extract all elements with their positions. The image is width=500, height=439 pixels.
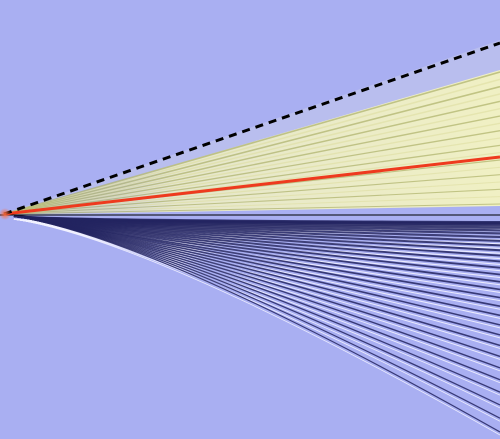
upper-wedge-band <box>3 115 500 215</box>
upper-wedge-band <box>3 137 500 215</box>
upper-wedge-band <box>3 166 500 215</box>
upper-wedge-band <box>3 174 500 215</box>
source-point <box>0 208 11 220</box>
upper-wedge-band <box>3 107 500 215</box>
upper-wedge-band <box>3 93 500 215</box>
upper-wedge-band <box>3 130 500 215</box>
upper-wedge-band <box>3 188 500 215</box>
dashed-boundary-line <box>3 41 500 216</box>
lower-fringe-light <box>13 218 500 436</box>
upper-wedge-band <box>3 85 500 215</box>
upper-wedge-band <box>3 71 500 215</box>
upper-wedge-band <box>3 100 500 215</box>
lower-fringe-dark <box>13 215 500 433</box>
upper-wedge-band <box>3 181 500 215</box>
upper-wedge-band <box>3 196 500 215</box>
upper-wedge-band <box>3 78 500 215</box>
upper-wedge-band <box>3 203 500 215</box>
lower-fringe-pattern <box>13 214 500 436</box>
upper-wedge-band <box>3 122 500 215</box>
red-center-line <box>3 155 500 216</box>
upper-wedge-band <box>3 144 500 215</box>
